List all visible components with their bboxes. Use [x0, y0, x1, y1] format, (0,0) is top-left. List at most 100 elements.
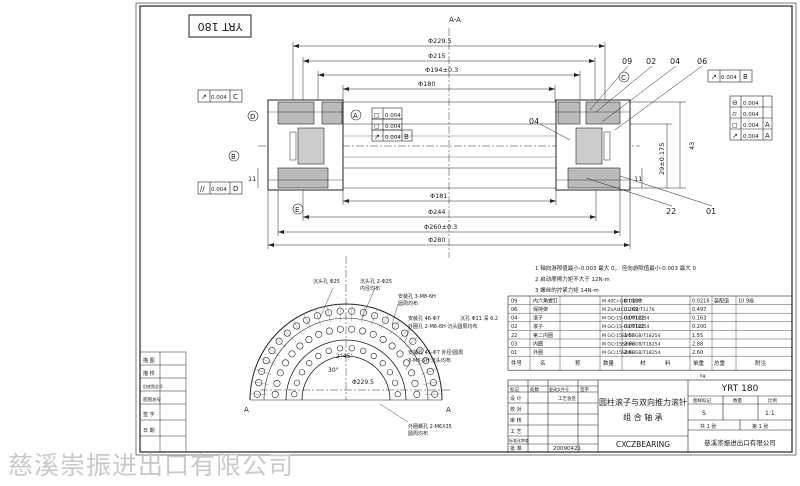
plan-hole-axis	[293, 320, 303, 335]
plan-install1c: 外圈孔 2-M6-6H 沉头圆周均布	[408, 323, 477, 330]
tol-center-2-sym: ◻	[374, 122, 380, 130]
callout-04: 04	[670, 57, 680, 66]
title-right-header-3: 比例	[768, 397, 777, 404]
tol-right-4-val: 0.004	[743, 134, 759, 140]
parts-cell: 0.200	[692, 324, 706, 330]
section-left	[267, 99, 344, 191]
plan-hole-axis	[255, 369, 272, 375]
plan-hole	[288, 350, 296, 358]
drawing-frame	[135, 2, 797, 456]
plan-hole	[281, 359, 289, 367]
sig-header-2: 处数	[530, 386, 539, 393]
plan-hole	[411, 379, 419, 387]
title-right-header-2: 数量	[733, 397, 742, 404]
plan-hole-axis	[420, 369, 437, 375]
plan-hole	[293, 379, 301, 386]
plan-hole	[360, 347, 367, 355]
plan-hole-axis	[351, 305, 353, 322]
dim-244: Φ244	[428, 208, 446, 216]
dim-181: Φ181	[430, 192, 448, 200]
parts-cell: 1.55	[692, 333, 703, 339]
datum-B: B	[231, 153, 236, 161]
title-box-text: YRT 180	[198, 20, 244, 33]
tolerance-frames	[197, 69, 773, 195]
top-dimension-arrows	[293, 44, 605, 91]
tol-right-4-ref: A	[765, 132, 770, 140]
callout-22: 22	[666, 207, 676, 216]
parts-cell: M GCr15SiMn-GB/T18254	[602, 341, 661, 347]
plan-hole-mid: 内径均布	[360, 285, 380, 292]
plan-radius: Φ229.5	[352, 379, 374, 386]
sig-row-5: 标准化审查	[509, 437, 529, 443]
plan-hole-axis	[423, 381, 440, 385]
plan-hole-top2: 沉头孔 2-Φ25	[360, 278, 392, 285]
plan-hole	[396, 350, 404, 358]
parts-header-cell: 单重	[693, 359, 705, 367]
plan-hole	[315, 330, 323, 338]
dim-180: Φ180	[418, 80, 436, 88]
plan-bottom-note: 外圈螺孔 2-M6X35	[408, 423, 452, 430]
note-3: 3 螺丝的拧紧力矩 14N·m	[535, 286, 599, 294]
plan-hole-axis	[405, 337, 418, 349]
dim-height-11-right: 11	[634, 175, 642, 183]
plan-hole	[388, 342, 396, 350]
plan-hole	[379, 335, 387, 343]
plan-hole	[325, 347, 332, 355]
sig-row-4: 工 艺	[510, 429, 522, 435]
parts-cell: M ZnAl4Cu1-GB/T1176	[602, 307, 655, 313]
tol-right-3-val: 0.004	[743, 123, 759, 129]
tol-runout-B-val: 0.004	[721, 75, 737, 81]
parts-cell: 外圈	[533, 349, 543, 356]
plan-hole-axis	[303, 314, 312, 330]
note-2: 2 启动摩擦力矩不大于 12N·m	[535, 275, 610, 283]
parts-cell: 03	[511, 341, 517, 347]
plan-hole-top: 沉头孔 Φ25	[313, 278, 340, 285]
plan-hole-axis	[339, 305, 341, 322]
tol-runout-C-ref: C	[233, 93, 238, 101]
plan-hole	[298, 369, 306, 376]
tol-center-3-ref: B	[404, 133, 409, 141]
plan-hole	[359, 327, 367, 335]
callout-09: 09	[622, 57, 632, 66]
plan-hole	[394, 391, 401, 398]
plan-hole-axis	[260, 357, 276, 366]
strip-label-4: 底图总号	[143, 396, 161, 403]
note-1: 1 轴向游隙值最小-0.003 最大 0， 径向游隙值最小-0.003 最大 0	[535, 264, 696, 272]
tol-parallel-D-ref: D	[233, 185, 238, 193]
title-block	[507, 379, 793, 453]
parts-cell: 0.269	[624, 307, 638, 313]
parts-header-cell: 称	[575, 359, 581, 367]
plan-hole-axis	[371, 309, 377, 326]
strip-label-5: 签 字	[143, 411, 155, 418]
stage-label: 工艺会签	[558, 395, 576, 402]
plan-hole	[386, 369, 394, 376]
plan-hole	[305, 335, 313, 343]
parts-cell: M GCr15SiMn-GB/T18254	[602, 350, 661, 356]
datum-markers	[228, 71, 630, 215]
parts-cell: 09	[511, 298, 517, 304]
parts-cell: 第二内圈	[533, 332, 553, 339]
dim-280: Φ280	[428, 236, 446, 244]
tol-right-1-val: 0.004	[743, 101, 759, 107]
plan-hole	[413, 390, 421, 398]
parts-cell: 内圈	[533, 340, 543, 347]
parts-cell: 0.0108	[624, 298, 642, 304]
tol-center-3-sym: ↗	[374, 133, 380, 141]
left-strip	[139, 351, 187, 453]
plan-hole	[379, 360, 386, 367]
parts-cell: 0.00122	[624, 324, 645, 330]
tol-runout-B-ref: B	[743, 73, 748, 81]
parts-cell: 0.163	[692, 316, 706, 322]
date-value: 20090421	[553, 446, 581, 452]
datum-A: A	[353, 112, 358, 120]
tol-runout-C-sym: ↗	[201, 93, 207, 101]
tol-runout-B-sym: ↗	[711, 73, 717, 81]
parts-header-cell: 总重	[714, 359, 726, 367]
tol-center-1-val: 0.004	[385, 113, 401, 119]
title-right-value-3: 1:1	[765, 410, 775, 417]
plan-hole-axis	[380, 314, 389, 330]
plan-hole-axis	[411, 347, 426, 357]
parts-cell: M 40Cr-GB/T3077	[602, 298, 643, 304]
sig-row-2: 校 对	[510, 406, 522, 413]
